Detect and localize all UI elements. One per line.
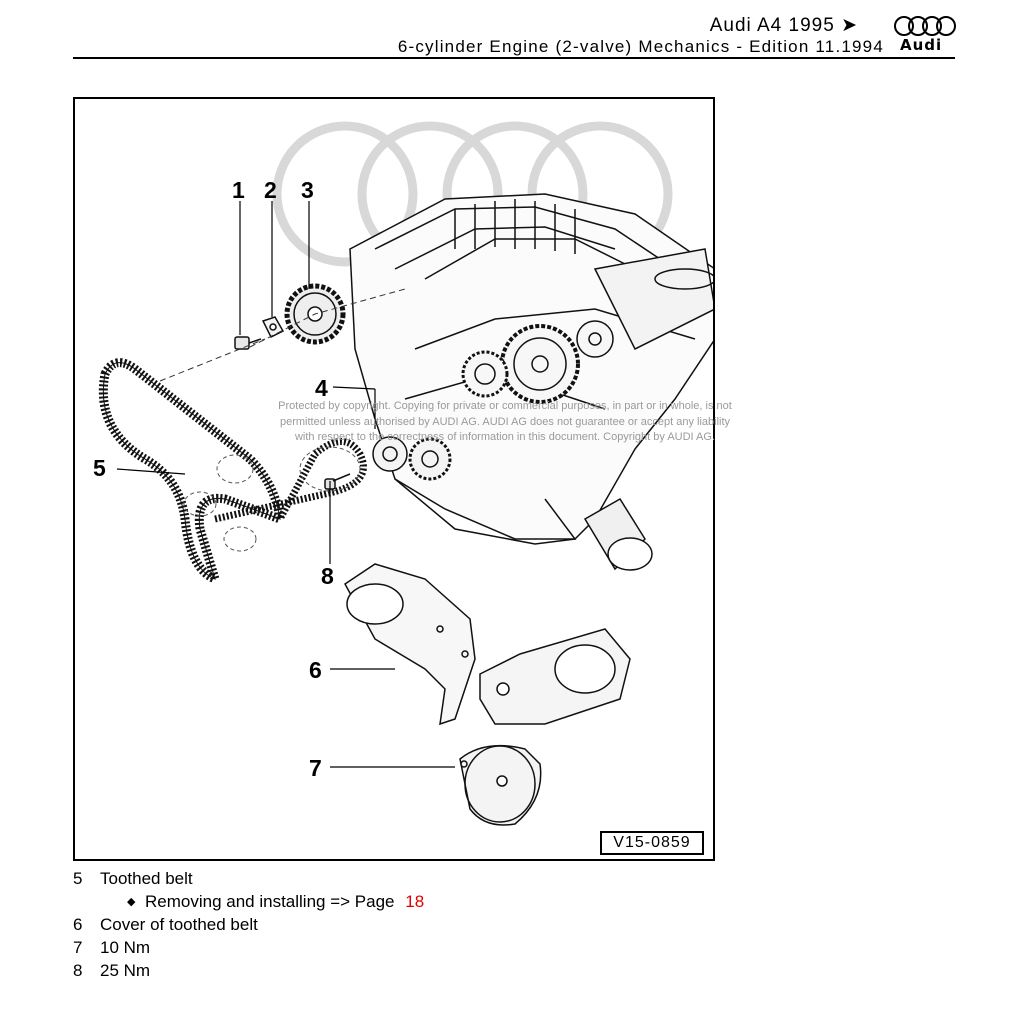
engine-diagram-figure: 1 2 3 4 5 6 7 8: [73, 97, 715, 861]
callout-5: 5: [93, 455, 106, 481]
legend-item-text: 25 Nm: [100, 961, 151, 980]
toothed-belt-cover-right: [479, 628, 631, 725]
copyright-line: Protected by copyright. Copying for priv…: [278, 400, 732, 412]
header-subtitle: 6-cylinder Engine (2-valve) Mechanics - …: [397, 37, 884, 56]
callout-7: 7: [309, 755, 322, 781]
figure-code-label: V15-0859: [600, 831, 704, 855]
bolt: [234, 336, 262, 350]
legend-item-text: 10 Nm: [100, 938, 151, 957]
tensioner-bolt: [324, 473, 351, 490]
tensioner-roller: [372, 436, 452, 481]
leader-lines: [116, 201, 455, 768]
toothed-belt: [98, 358, 367, 587]
legend-item-text: Cover of toothed belt: [100, 915, 258, 934]
diamond-bullet-icon: ◆: [127, 896, 136, 908]
header-title: Audi A4 1995 ➤: [709, 15, 858, 36]
crankshaft-pulley-cover: [459, 744, 542, 826]
legend-item-text: Toothed belt: [100, 869, 193, 888]
callout-3: 3: [301, 177, 314, 203]
callout-4: 4: [315, 375, 328, 401]
engine-cam-sprockets: [461, 320, 614, 404]
callout-8: 8: [321, 563, 334, 589]
legend-item-number: 6: [73, 915, 83, 934]
audi-rings-logo-icon: [894, 16, 956, 36]
copyright-line: permitted unless authorised by AUDI AG. …: [279, 415, 731, 428]
header-divider: [73, 57, 955, 59]
engine-exploded-illustration: [98, 121, 713, 826]
washer: [261, 316, 285, 339]
centerline: [159, 288, 406, 382]
callout-1: 1: [232, 177, 245, 203]
callout-2: 2: [264, 177, 277, 203]
legend-item-number: 8: [73, 961, 83, 980]
copyright-line: with respect to the correctness of infor…: [294, 431, 716, 443]
legend-sub-item-text: Removing and installing => Page: [145, 892, 395, 911]
legend-item-number: 5: [73, 869, 83, 888]
legend-item-number: 7: [73, 938, 83, 957]
callout-6: 6: [309, 657, 322, 683]
page-link[interactable]: 18: [405, 892, 425, 911]
copyright-notice: Protected by copyright. Copying for priv…: [240, 399, 770, 446]
toothed-belt-cover-left: [344, 563, 476, 726]
audi-logo-text: Audi: [900, 36, 943, 54]
